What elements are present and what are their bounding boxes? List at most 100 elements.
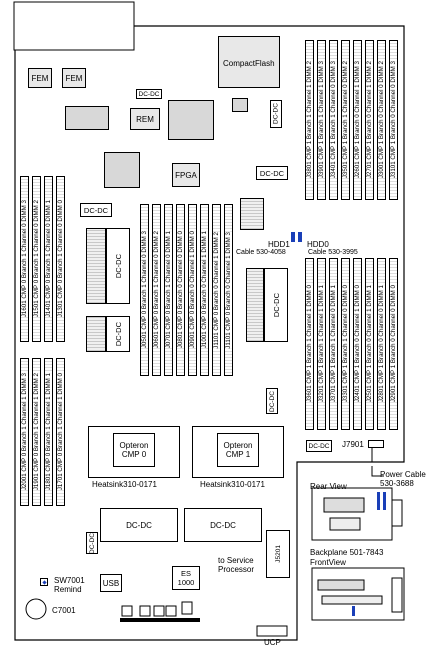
j7901-label: J7901: [342, 440, 364, 449]
opteron-cmp0-heatsink: Opteron CMP 0: [88, 426, 180, 478]
chip-small: [232, 98, 248, 112]
dimm-label: J0901 CMP 0 Branch 0 Channel 1 DIMM 0: [189, 231, 196, 349]
dimm-slot: J3501 CMP 1 Branch 1 Channel 0 DIMM 2: [341, 40, 350, 200]
dcdc-hatch-left-2: [86, 316, 106, 352]
opteron-cmp1: Opteron CMP 1: [217, 433, 259, 467]
dimm-slot: J2601 CMP 1 Branch 0 Channel 1 DIMM 3: [353, 40, 362, 200]
dimm-slot: J3901 CMP 1 Branch 1 Channel 1 DIMM 3: [317, 40, 326, 200]
dcdc-left-1: DC-DC: [106, 228, 130, 304]
es1000-chip: ES 1000: [172, 566, 200, 590]
cable-hdd0-label: Cable 530-3995: [308, 249, 358, 256]
dcdc-small-2: DC-DC: [256, 166, 288, 180]
dimm-slot: J3701 CMP 1 Branch 1 Channel 0 DIMM 1: [329, 258, 338, 430]
dimm-label: J2901 CMP 1 Branch 0 Channel 0 DIMM 0: [390, 285, 397, 403]
dimm-label: J2601 CMP 1 Branch 0 Channel 1 DIMM 3: [354, 61, 361, 179]
dimm-label: J1401 CMP 0 Branch 1 Channel 0 DIMM 1: [45, 200, 52, 318]
dimm-slot: J0901 CMP 0 Branch 0 Channel 1 DIMM 0: [188, 204, 197, 376]
dimm-label: J3201 CMP 1 Branch 1 Channel 1 DIMM 1: [318, 285, 325, 403]
j5201-connector: J5201: [266, 530, 290, 578]
fpga-label: FPGA: [175, 170, 197, 180]
j7901-connector: [368, 440, 384, 448]
fem-chip-1: FEM: [28, 68, 52, 88]
ucp-label: UCP: [264, 638, 281, 647]
dimm-slot: J3001 CMP 1 Branch 0 Channel 0 DIMM 2: [377, 40, 386, 200]
usb-connector: USB: [100, 574, 122, 592]
dimm-label: J2001 CMP 0 Branch 1 Channel 1 DIMM 3: [21, 373, 28, 491]
chip-center: [168, 100, 214, 140]
dcdc-center: DC-DC: [264, 268, 288, 342]
heatsink0-label: Heatsink310-0171: [92, 480, 157, 489]
dcdc-hatch-left-1: [86, 228, 106, 304]
hdd1-label: HDD1: [268, 240, 290, 249]
front-view-drawing: [311, 567, 405, 621]
io-connectors: [120, 601, 288, 637]
dimm-label: J1001 CMP 0 Branch 0 Channel 1 DIMM 1: [201, 231, 208, 349]
dimm-label: J0701 CMP 0 Branch 1 Channel 0 DIMM 1: [165, 231, 172, 349]
opteron-cmp1-heatsink: Opteron CMP 1: [192, 426, 284, 478]
dcdc-lower-right: DC-DC: [184, 508, 262, 542]
dcdc-label: DC-DC: [268, 390, 276, 412]
opteron-cmp0: Opteron CMP 0: [113, 433, 155, 467]
dimm-label: J1601 CMP 0 Branch 1 Channel 0 DIMM 3: [21, 200, 28, 318]
dimm-slot: J3601 CMP 1 Branch 1 Channel 1 DIMM 0: [305, 258, 314, 430]
dimm-label: J3701 CMP 1 Branch 1 Channel 0 DIMM 1: [330, 285, 337, 403]
dimm-label: J2701 CMP 1 Branch 0 Channel 1 DIMM 2: [366, 61, 373, 179]
dcdc-small-4: DC-DC: [306, 440, 332, 452]
dcdc-lower-left: DC-DC: [100, 508, 178, 542]
dcdc-hatch-center-2: [246, 268, 264, 342]
dimm-label: J3001 CMP 1 Branch 0 Channel 0 DIMM 2: [378, 61, 385, 179]
dimm-label: J3801 CMP 1 Branch 1 Channel 1 DIMM 2: [306, 61, 313, 179]
dimm-label: J1701 CMP 0 Branch 1 Channel 1 DIMM 0: [57, 373, 64, 491]
dimm-slot: J1401 CMP 0 Branch 1 Channel 0 DIMM 1: [44, 176, 53, 342]
sw7001-switch: [40, 578, 48, 586]
rem-chip: REM: [130, 108, 160, 130]
dcdc-label: DC-DC: [113, 253, 123, 279]
dcdc-label: DC-DC: [210, 520, 236, 530]
dimm-label: J1101 CMP 0 Branch 0 Channel 1 DIMM 3: [225, 231, 232, 349]
dimm-slot: J1601 CMP 0 Branch 1 Channel 0 DIMM 3: [20, 176, 29, 342]
j5201-label: J5201: [274, 545, 282, 563]
dimm-label: J1801 CMP 0 Branch 1 Channel 1 DIMM 1: [45, 373, 52, 491]
sw7001-button-icon: [41, 579, 47, 585]
dimm-label: J1501 CMP 0 Branch 1 Channel 0 DIMM 2: [33, 200, 40, 318]
service-processor-label: to Service Processor: [218, 556, 255, 574]
dcdc-small-1: DC-DC: [136, 89, 162, 99]
dimm-slot: J3101 CMP 1 Branch 0 Channel 0 DIMM 3: [389, 40, 398, 200]
dimm-slot: J0801 CMP 0 Branch 0 Channel 0 DIMM 0: [176, 204, 185, 376]
dcdc-hatch-center-1: [240, 198, 264, 230]
dcdc-vertical-1: DC-DC: [270, 100, 282, 128]
dimm-label: J2401 CMP 1 Branch 0 Channel 1 DIMM 0: [354, 285, 361, 403]
dimm-label: J2801 CMP 1 Branch 0 Channel 0 DIMM 1: [378, 285, 385, 403]
dimm-slot: J1101 CMP 0 Branch 0 Channel 1 DIMM 3: [224, 204, 233, 376]
c7001-label: C7001: [52, 606, 76, 615]
dimm-slot: J2701 CMP 1 Branch 0 Channel 1 DIMM 2: [365, 40, 374, 200]
dimm-label: J3101 CMP 1 Branch 0 Channel 0 DIMM 3: [390, 61, 397, 179]
backplane-label: Backplane 501-7843: [310, 548, 384, 557]
front-view-label: FrontView: [310, 558, 346, 567]
dimm-slot: J1901 CMP 0 Branch 1 Channel 1 DIMM 2: [32, 358, 41, 506]
hdd0-label: HDD0: [307, 240, 329, 249]
dimm-slot: J1301 CMP 0 Branch 1 Channel 0 DIMM 0: [56, 176, 65, 342]
sw7001-label: SW7001 Remind: [54, 576, 85, 594]
dimm-slot: J2901 CMP 1 Branch 0 Channel 0 DIMM 0: [389, 258, 398, 430]
chip-left: [65, 106, 109, 130]
dcdc-label: DC-DC: [308, 442, 330, 450]
dimm-label: J2501 CMP 1 Branch 0 Channel 1 DIMM 1: [366, 285, 373, 403]
dcdc-label: DC-DC: [259, 168, 285, 178]
dimm-label: J3401 CMP 1 Branch 1 Channel 0 DIMM 3: [330, 61, 337, 179]
dimm-slot: J2801 CMP 1 Branch 0 Channel 0 DIMM 1: [377, 258, 386, 430]
dimm-label: J1101 CMP 0 Branch 0 Channel 1 DIMM 2: [213, 231, 220, 349]
chip-cpu-support: [104, 152, 140, 188]
dcdc-label: DC-DC: [83, 205, 109, 215]
dimm-slot: J3201 CMP 1 Branch 1 Channel 1 DIMM 1: [317, 258, 326, 430]
dimm-slot: J1501 CMP 0 Branch 1 Channel 0 DIMM 2: [32, 176, 41, 342]
dimm-slot: J1001 CMP 0 Branch 0 Channel 1 DIMM 1: [200, 204, 209, 376]
dimm-label: J0501 CMP 0 Branch 1 Channel 0 DIMM 3: [141, 231, 148, 349]
dimm-label: J0801 CMP 0 Branch 0 Channel 0 DIMM 0: [177, 231, 184, 349]
heatsink1-label: Heatsink310-0171: [200, 480, 265, 489]
dcdc-small-3: DC-DC: [80, 203, 112, 217]
power-cable-label: Power Cable 530-3688: [380, 470, 426, 488]
rem-label: REM: [136, 114, 154, 124]
dimm-label: J1301 CMP 0 Branch 1 Channel 0 DIMM 0: [57, 200, 64, 318]
